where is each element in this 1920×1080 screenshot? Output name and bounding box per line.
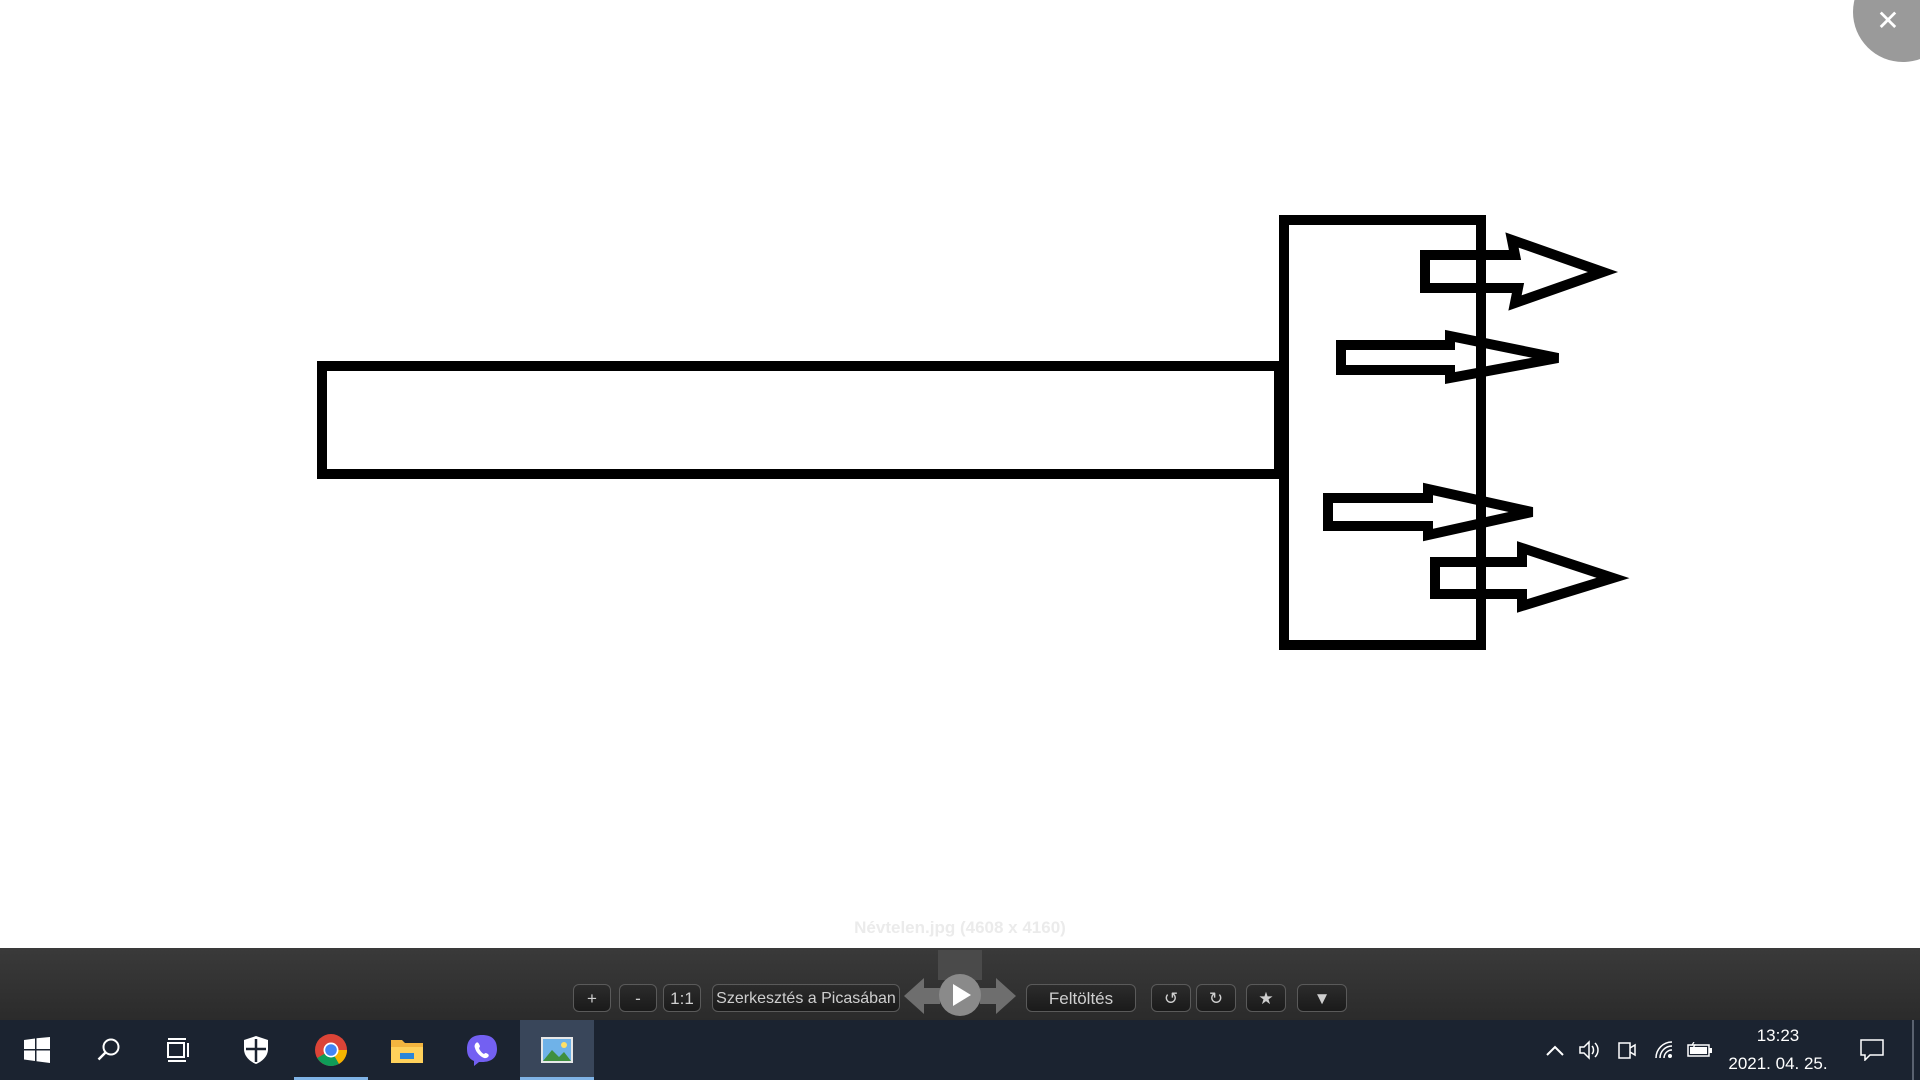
task-view-icon	[167, 1038, 189, 1062]
clock-date: 2021. 04. 25.	[1728, 1054, 1828, 1073]
volume-button[interactable]	[1575, 1020, 1605, 1080]
notification-icon	[1860, 1039, 1884, 1061]
start-button[interactable]	[0, 1020, 74, 1080]
star-icon: ★	[1258, 989, 1274, 1008]
active-indicator	[294, 1077, 368, 1080]
show-hidden-icons-button[interactable]	[1540, 1020, 1570, 1080]
chrome-icon	[315, 1034, 348, 1067]
navigation-controls	[900, 948, 1020, 1020]
arrow-3	[1323, 482, 1534, 542]
chevron-up-icon	[1546, 1045, 1564, 1056]
windows-start-icon	[24, 1037, 50, 1063]
file-explorer-icon	[391, 1040, 423, 1063]
meet-now-button[interactable]	[1612, 1020, 1642, 1080]
rotate-left-button[interactable]: ↺	[1151, 984, 1191, 1012]
play-icon	[953, 984, 971, 1006]
next-arrow-icon	[980, 978, 1016, 1014]
chevron-down-icon: ▼	[1313, 989, 1331, 1008]
more-options-button[interactable]: ▼	[1297, 984, 1347, 1012]
arrow-1	[1420, 232, 1619, 311]
tall-rectangle	[1279, 215, 1486, 650]
clock-time: 13:23	[1756, 1026, 1800, 1045]
battery-icon	[1687, 1042, 1712, 1057]
arrow-4	[1430, 541, 1630, 613]
viber-icon	[467, 1035, 497, 1066]
long-rectangle	[317, 361, 1284, 479]
action-center-button[interactable]	[1852, 1020, 1892, 1080]
search-button[interactable]	[72, 1020, 146, 1080]
photo-viewer-button[interactable]	[520, 1020, 594, 1080]
zoom-in-button[interactable]: +	[573, 984, 611, 1012]
image-canvas	[317, 215, 1630, 650]
viewer-toolbar: + - 1:1 Szerkesztés a Picasában Feltölté…	[0, 948, 1920, 1020]
meet-now-icon	[1618, 1042, 1636, 1059]
arrow-2	[1336, 329, 1559, 385]
previous-arrow-icon	[904, 978, 940, 1014]
drawing	[317, 215, 1630, 650]
rotate-right-button[interactable]: ↻	[1196, 984, 1236, 1012]
system-clock[interactable]: 13:23 2021. 04. 25.	[1718, 1020, 1838, 1080]
task-view-button[interactable]	[143, 1020, 217, 1080]
star-button[interactable]: ★	[1246, 984, 1286, 1012]
network-button[interactable]	[1650, 1020, 1680, 1080]
photo-viewer-icon	[541, 1037, 573, 1063]
file-caption: Névtelen.jpg (4608 x 4160)	[854, 918, 1066, 937]
upload-button[interactable]: Feltöltés	[1026, 984, 1136, 1012]
actual-size-button[interactable]: 1:1	[663, 984, 701, 1012]
speaker-icon	[1579, 1040, 1599, 1060]
show-desktop-button[interactable]	[1912, 1020, 1914, 1080]
rotate-right-icon: ↻	[1208, 989, 1224, 1008]
edit-in-picasa-button[interactable]: Szerkesztés a Picasában	[712, 984, 900, 1012]
file-explorer-button[interactable]	[370, 1020, 444, 1080]
chrome-button[interactable]	[294, 1020, 368, 1080]
taskbar: 13:23 2021. 04. 25.	[0, 1020, 1920, 1080]
viber-button[interactable]	[445, 1020, 519, 1080]
zoom-out-button[interactable]: -	[619, 984, 657, 1012]
windows-security-icon	[244, 1036, 268, 1064]
wifi-icon	[1655, 1041, 1673, 1059]
search-icon	[97, 1038, 120, 1061]
rotate-left-icon: ↺	[1163, 989, 1179, 1008]
security-button[interactable]	[219, 1020, 293, 1080]
close-icon: ✕	[1876, 4, 1900, 37]
battery-button[interactable]	[1685, 1020, 1715, 1080]
active-indicator	[520, 1077, 594, 1080]
